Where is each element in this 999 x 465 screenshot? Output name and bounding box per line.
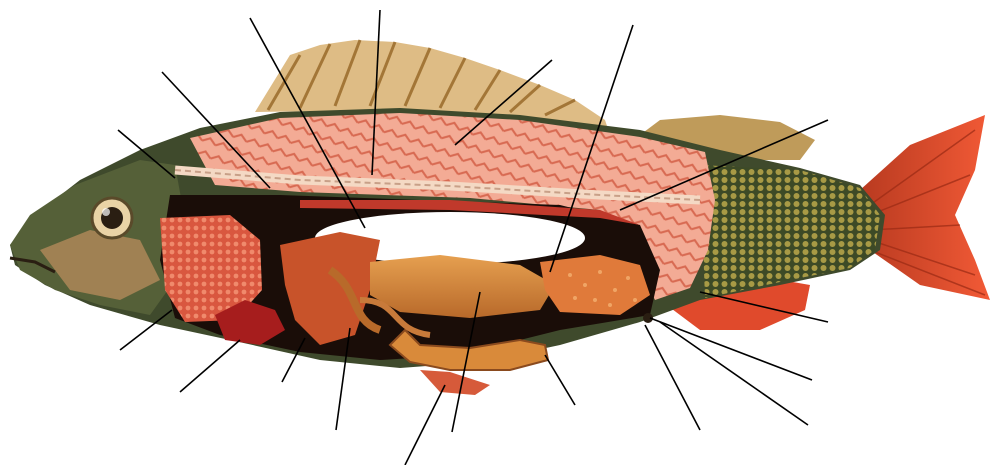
leader-line-9 [180,340,240,392]
leader-line-15 [645,325,700,430]
leader-line-12 [405,385,445,465]
leader-line-18 [660,322,808,425]
pelvic-fin [420,370,490,395]
gonad [540,255,650,315]
leader-line-14 [545,355,575,405]
